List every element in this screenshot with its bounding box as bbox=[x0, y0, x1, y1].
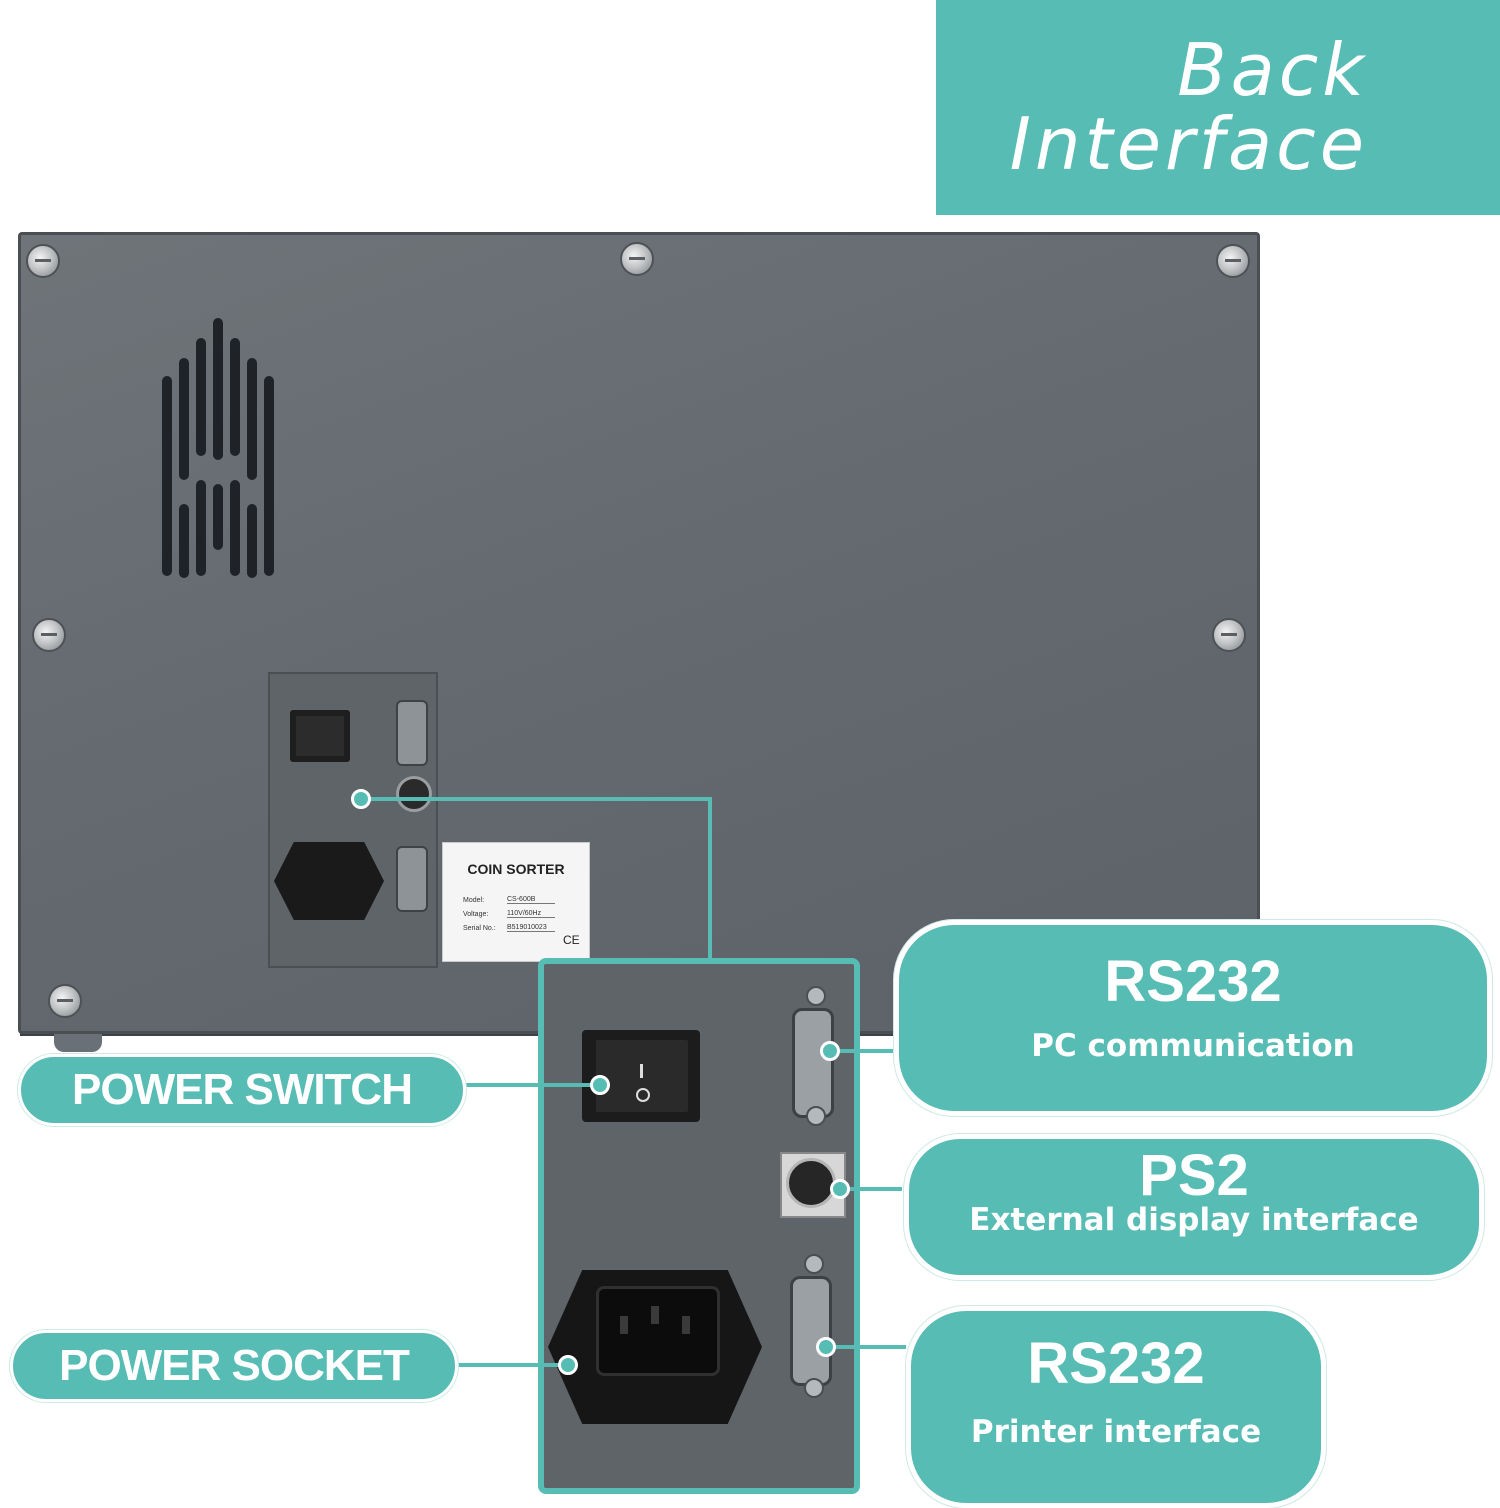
switch-off-mark bbox=[636, 1088, 650, 1102]
power-socket[interactable] bbox=[274, 842, 384, 920]
callout-line-rs232-pc bbox=[828, 1049, 896, 1053]
ps2-port-zoom[interactable] bbox=[786, 1158, 836, 1208]
ps2-subtitle: External display interface bbox=[969, 1202, 1419, 1238]
inlet-pin bbox=[682, 1316, 690, 1334]
ps2-title: PS2 bbox=[1139, 1143, 1249, 1208]
rs232-printer-callout: RS232 Printer interface bbox=[906, 1306, 1326, 1508]
title-line-1: Back bbox=[1177, 28, 1368, 112]
label-key-serial: Serial No.: bbox=[463, 925, 496, 932]
rs232-printer-title: RS232 bbox=[1027, 1331, 1205, 1396]
label-value-model: CS-600B bbox=[507, 896, 555, 904]
power-switch-callout: POWER SWITCH bbox=[18, 1054, 466, 1126]
power-switch-label: POWER SWITCH bbox=[72, 1065, 413, 1114]
label-key-model: Model: bbox=[463, 897, 485, 904]
connector-dot bbox=[820, 1041, 840, 1061]
connector-dot bbox=[558, 1355, 578, 1375]
ps2-callout: PS2 External display interface bbox=[904, 1134, 1484, 1280]
rs232-pc-port-zoom[interactable] bbox=[792, 1008, 834, 1118]
screw-nut-icon bbox=[804, 1254, 824, 1274]
power-socket-callout: POWER SOCKET bbox=[10, 1330, 458, 1402]
label-key-voltage: Voltage: bbox=[463, 911, 489, 918]
screw-nut-icon bbox=[806, 1106, 826, 1126]
power-switch[interactable] bbox=[290, 710, 350, 762]
screw-nut-icon bbox=[804, 1378, 824, 1398]
connector-dot bbox=[816, 1337, 836, 1357]
device-foot-left bbox=[54, 1030, 102, 1052]
ce-mark: CE bbox=[563, 933, 580, 947]
label-value-serial: B519010023 bbox=[507, 924, 555, 932]
zoom-connector-line bbox=[360, 797, 712, 801]
callout-line-power-socket bbox=[456, 1363, 568, 1367]
screw-icon bbox=[1212, 618, 1246, 652]
rs232-printer-port[interactable] bbox=[396, 846, 428, 912]
connector-dot bbox=[590, 1075, 610, 1095]
title-line-2: Interface bbox=[1009, 102, 1368, 186]
switch-on-mark bbox=[640, 1064, 643, 1078]
callout-line-power-switch bbox=[464, 1083, 600, 1087]
rs232-pc-title: RS232 bbox=[1104, 949, 1282, 1014]
screw-nut-icon bbox=[806, 986, 826, 1006]
zoom-connector-line bbox=[708, 797, 712, 960]
connector-dot bbox=[830, 1179, 850, 1199]
vent-grille bbox=[160, 318, 280, 580]
rs232-pc-callout: RS232 PC communication bbox=[894, 920, 1492, 1116]
screw-icon bbox=[48, 984, 82, 1018]
power-socket-label: POWER SOCKET bbox=[59, 1341, 410, 1390]
product-label: COIN SORTER Model: CS-600B Voltage: 110V… bbox=[442, 842, 590, 962]
screw-icon bbox=[620, 242, 654, 276]
label-value-voltage: 110V/60Hz bbox=[507, 910, 555, 918]
connector-dot bbox=[351, 789, 371, 809]
rs232-pc-port[interactable] bbox=[396, 700, 428, 766]
ps2-port[interactable] bbox=[396, 776, 432, 812]
callout-line-rs232-printer bbox=[826, 1345, 906, 1349]
screw-icon bbox=[26, 244, 60, 278]
product-label-title: COIN SORTER bbox=[467, 861, 565, 877]
callout-line-ps2 bbox=[840, 1187, 902, 1191]
device-back-panel bbox=[18, 232, 1260, 1034]
inlet-pin bbox=[651, 1306, 659, 1324]
rs232-printer-subtitle: Printer interface bbox=[970, 1414, 1262, 1450]
rs232-pc-subtitle: PC communication bbox=[1031, 1028, 1355, 1064]
rs232-printer-port-zoom[interactable] bbox=[790, 1276, 832, 1386]
screw-icon bbox=[32, 618, 66, 652]
inlet-pin bbox=[620, 1316, 628, 1334]
power-inlet bbox=[596, 1286, 720, 1376]
title-banner: Back Interface bbox=[936, 0, 1500, 215]
screw-icon bbox=[1216, 244, 1250, 278]
